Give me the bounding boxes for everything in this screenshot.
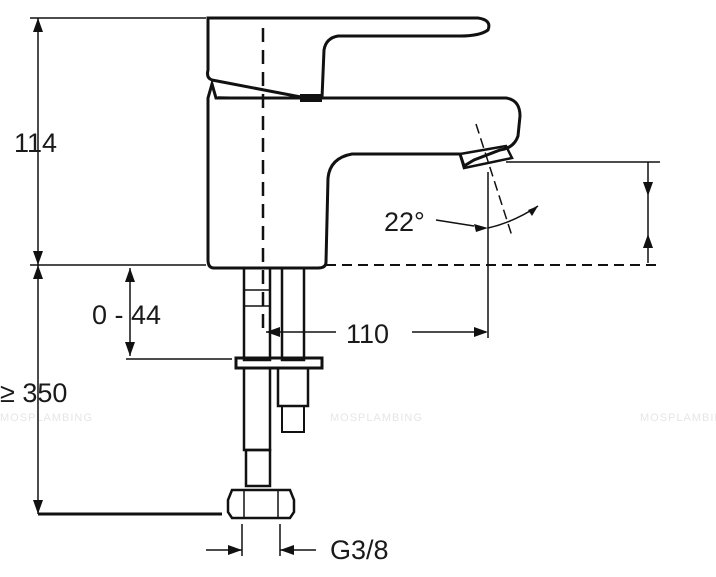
label-range-0-44: 0 - 44 (92, 300, 161, 330)
arrow-g38-left (228, 545, 242, 555)
arrow-angle-left (474, 224, 488, 232)
label-reach-110: 110 (346, 319, 389, 349)
connection-nut (226, 488, 296, 520)
arrow-right-upper (643, 182, 653, 196)
arrow-top-114 (33, 18, 43, 32)
supply-pipes (226, 266, 324, 520)
label-angle-22: 22° (384, 207, 425, 237)
watermark-center: MOSPLAMBING (330, 412, 423, 424)
watermark-group: MOSPLAMBING MOSPLAMBING MOSPLAMBING (0, 412, 716, 424)
faucet-body (206, 78, 522, 270)
mounting-stud (280, 266, 306, 362)
arrow-bottom-114 (33, 251, 43, 265)
arrow-angle-right (528, 206, 538, 216)
label-hose-350: ≥ 350 (0, 378, 67, 408)
arrow-0-44-bottom (125, 342, 135, 356)
label-thread-g38: G3/8 (330, 535, 389, 565)
hose-upper (242, 266, 272, 362)
mounting-plate (234, 356, 324, 370)
arrow-110-right (474, 327, 488, 337)
stud-end (281, 405, 305, 433)
angle-leader (435, 219, 475, 227)
arrow-0-44-top (125, 268, 135, 282)
watermark-right: MOSPLAMBING (640, 412, 716, 424)
arrow-top-350 (33, 265, 43, 279)
arrow-g38-right (280, 545, 294, 555)
arrow-110-left (266, 327, 280, 337)
watermark-left: MOSPLAMBING (0, 412, 93, 424)
spout-aerator (458, 144, 514, 170)
arrow-bottom-350 (33, 500, 43, 514)
faucet-handle (206, 16, 491, 100)
hose-lower (242, 366, 272, 452)
arrow-right-lower (643, 234, 653, 248)
stud-nut (276, 366, 310, 408)
hose-ferrule (244, 448, 272, 488)
label-height-114: 114 (14, 128, 57, 158)
spout-axis (475, 123, 513, 237)
